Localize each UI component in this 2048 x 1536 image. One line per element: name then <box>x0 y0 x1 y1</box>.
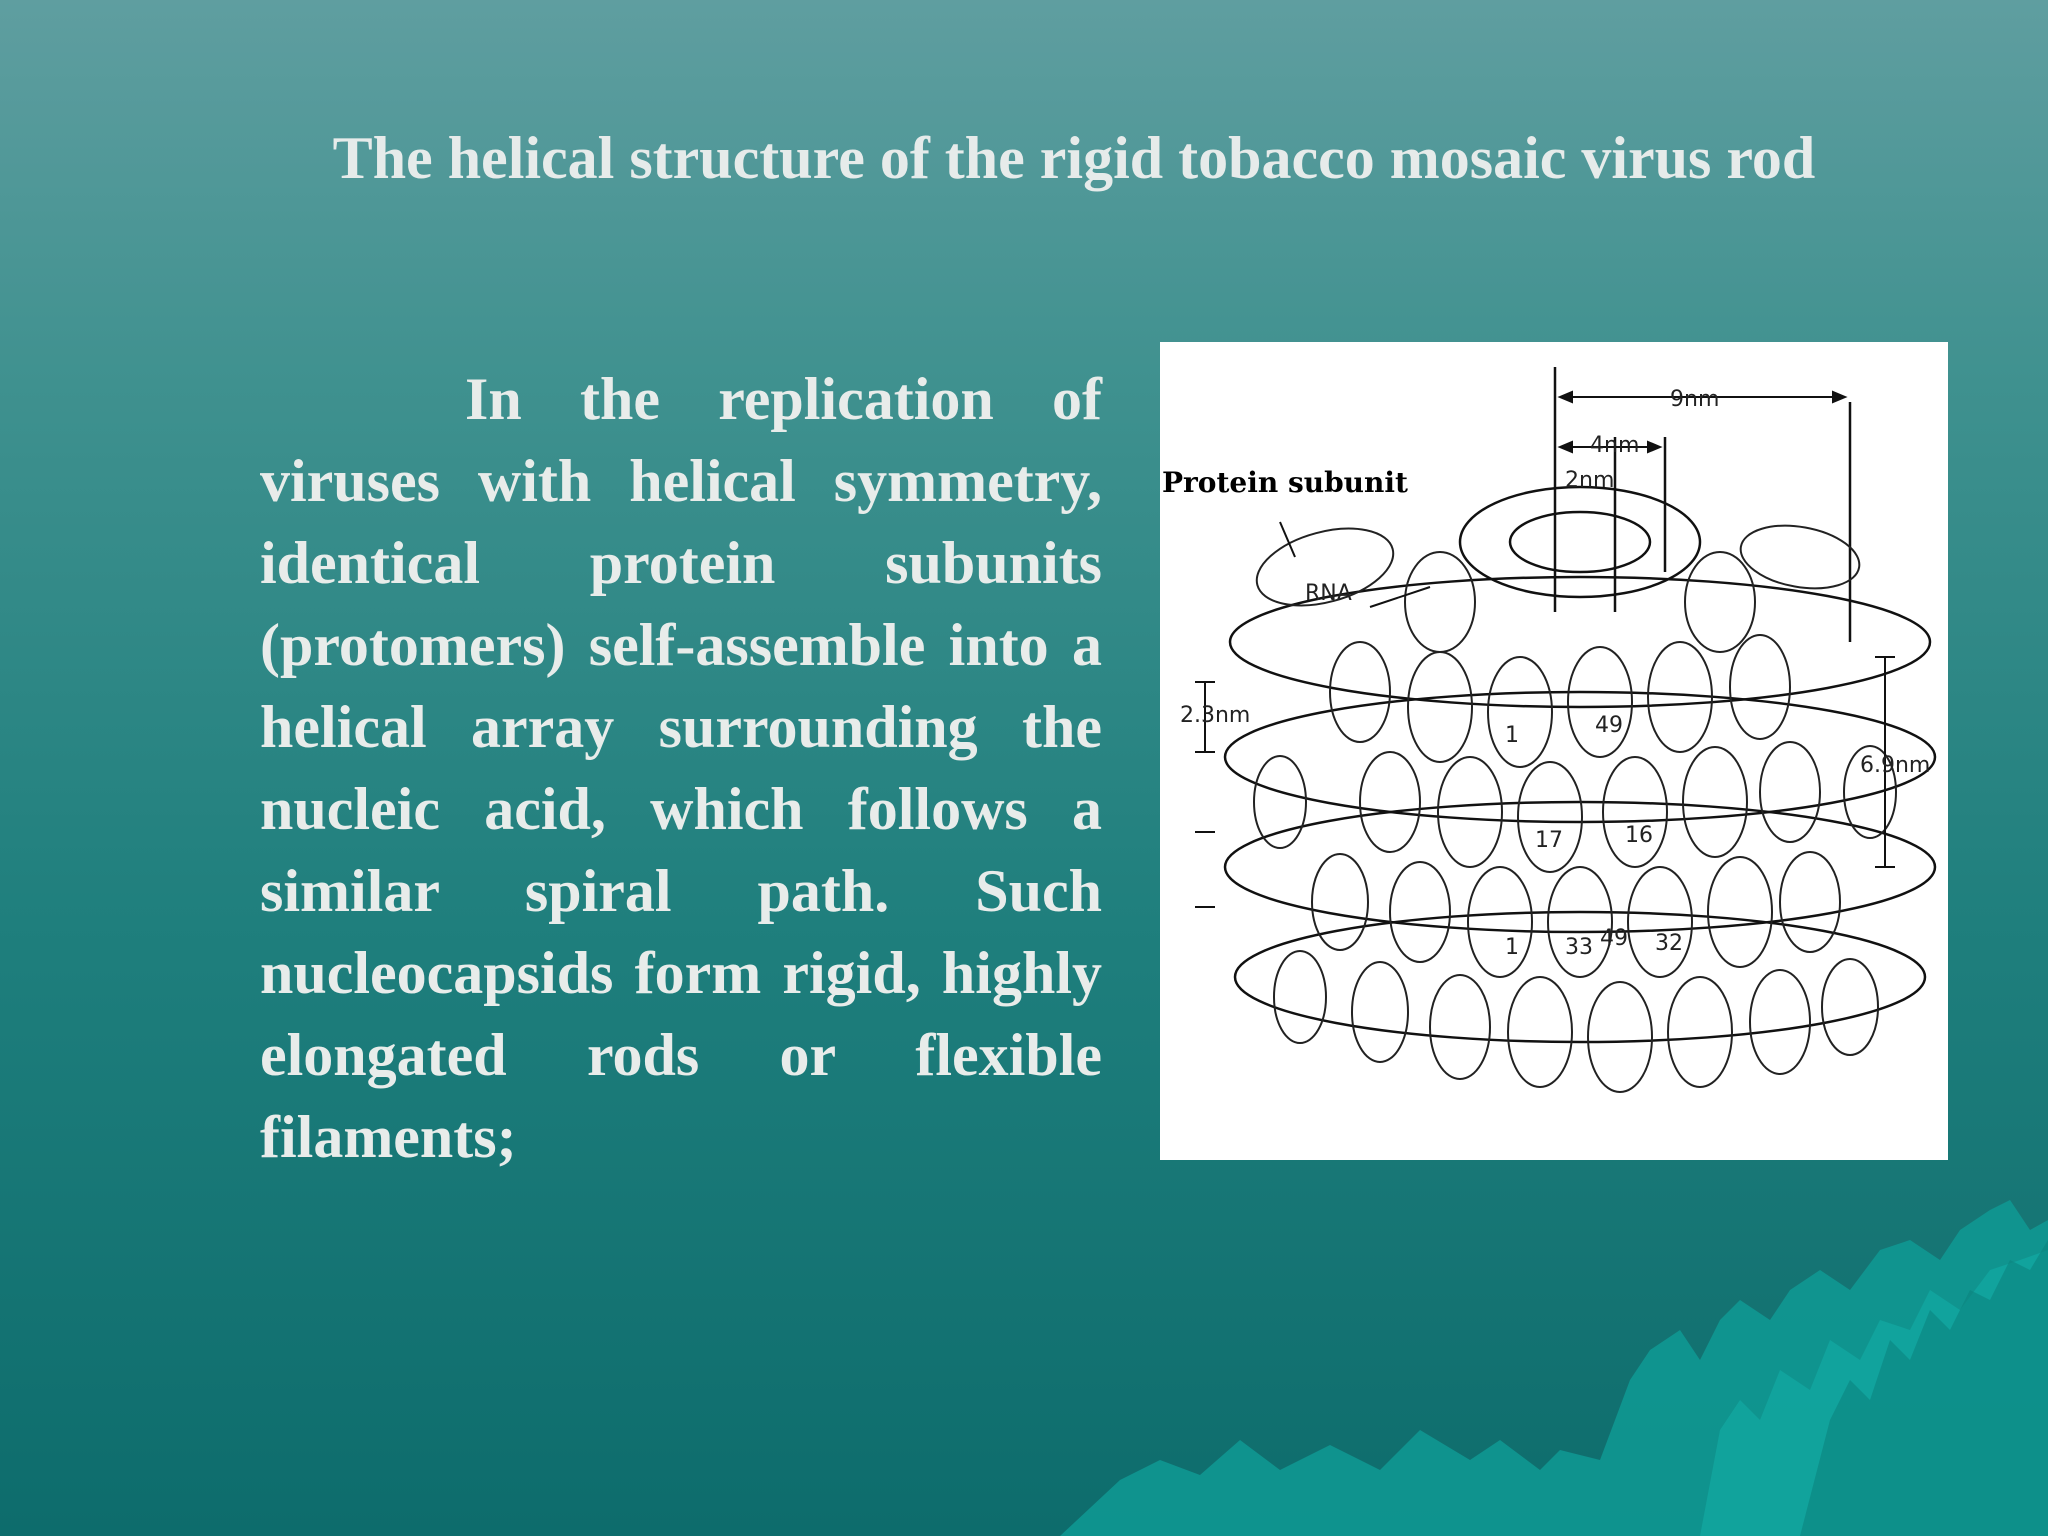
label-2nm: 2nm <box>1565 468 1614 493</box>
subunit-number: 1 <box>1505 723 1519 748</box>
label-2-3nm: 2.3nm <box>1180 703 1250 728</box>
subunit-number: 33 <box>1565 935 1593 960</box>
subunit-number: 49 <box>1600 926 1628 951</box>
label-9nm: 9nm <box>1670 387 1719 412</box>
slide-title: The helical structure of the rigid tobac… <box>332 125 1816 191</box>
label-4nm: 4nm <box>1590 433 1639 458</box>
tmv-diagram-drawing: 9nm 4nm 2nm 2.3nm 6.9nm RNA 1 49 17 16 3… <box>1162 367 1937 1093</box>
subunit-number: 1 <box>1505 935 1519 960</box>
subunit-number: 16 <box>1625 823 1653 848</box>
subunit-number: 32 <box>1655 931 1683 956</box>
label-rna: RNA <box>1305 581 1352 606</box>
body-paragraph: In the replication of viruses with helic… <box>260 366 1102 1170</box>
label-protein-subunit: Protein subunit <box>1162 466 1408 499</box>
label-6-9nm: 6.9nm <box>1860 753 1930 778</box>
subunit-number: 49 <box>1595 713 1623 738</box>
tmv-diagram: 9nm 4nm 2nm 2.3nm 6.9nm RNA 1 49 17 16 3… <box>1160 342 1948 1160</box>
subunit-number: 17 <box>1535 828 1563 853</box>
